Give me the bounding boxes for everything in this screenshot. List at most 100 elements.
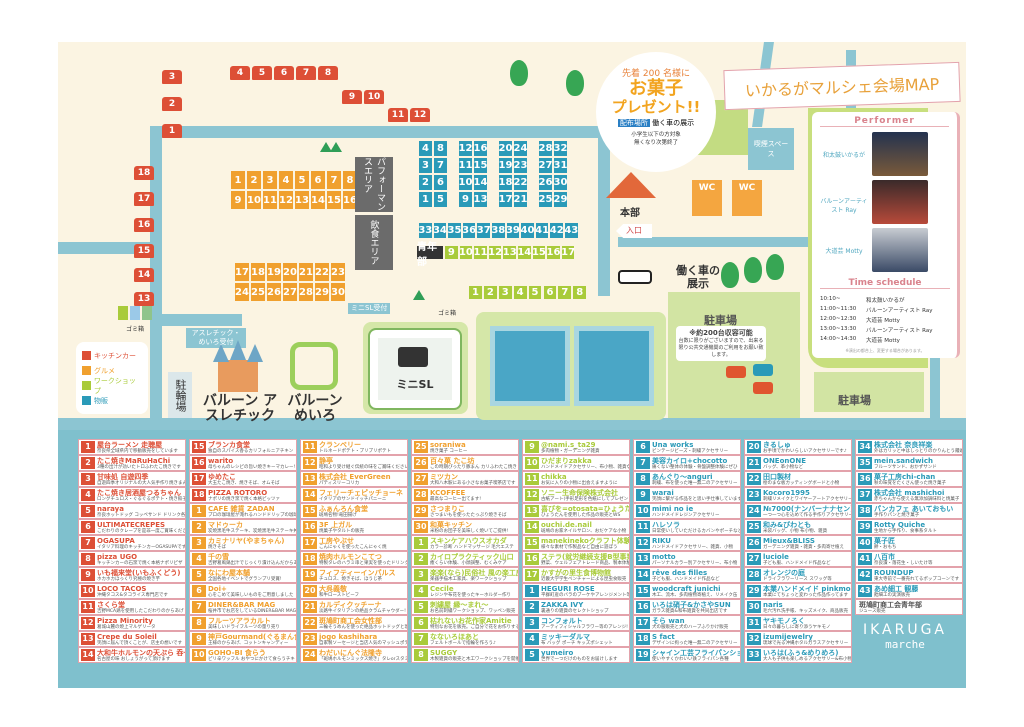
promo-line1: 先着 200 名様に	[622, 69, 690, 79]
vendor-text: ブランカ食堂独自のスパイス香るカリフォルニアチキン	[208, 441, 293, 454]
train-icon	[398, 347, 428, 367]
vendor-number: 1	[192, 505, 206, 517]
vendor-name: カルディクッチーナ	[319, 600, 382, 609]
performer-photo	[872, 228, 928, 272]
vendor-name: たこ焼きMaRuHaChi	[97, 456, 171, 465]
kitchen-car-5: 5	[252, 66, 272, 80]
vendor-number: 41	[858, 553, 872, 565]
workshop-stall-12: 12	[487, 245, 503, 260]
gourmet-stall-6: 6	[310, 170, 326, 190]
workshop-stall-15: 15	[531, 245, 547, 260]
vendor-number: 30	[747, 601, 761, 613]
road	[618, 237, 868, 247]
tree-icon	[766, 254, 784, 280]
goods-stall-41: 41	[534, 222, 550, 239]
vendor-text: 千の雪吉野葛風鍋出汁でじっくり漬け込んだからあげ	[208, 553, 296, 566]
tent-icon	[606, 172, 656, 198]
legend-label: 物販	[94, 396, 108, 405]
vendor-text: 3F 上ガル焼菓子やタルトの販売	[319, 521, 364, 534]
vendor-text: かすがの里生食博物館近畿大学学生ベンチャーによる昆虫食販売	[541, 569, 626, 582]
vendor-name: Crepe du Soleil	[97, 632, 157, 641]
vendor-name: 枯れないお花作家Amitie	[430, 616, 512, 625]
vendor-description: ナポリの焼き窯で焼く本格ピッツァ	[208, 496, 280, 502]
balloon-athletic-label: バルーン アスレチック	[202, 393, 278, 424]
vendor-number: 1	[414, 537, 428, 549]
vendor-description: 外はカリッと中はしっとりのかりんとう饅頭	[874, 448, 962, 454]
bicycle-parking: 駐輪場	[168, 372, 192, 418]
vendor-number: 12	[636, 537, 650, 549]
goods-stall-21: 21	[513, 191, 528, 208]
vendor-number: 1	[81, 441, 95, 453]
vendor-number: 36	[858, 473, 872, 485]
vendor-number: 6	[414, 617, 428, 629]
vendor-name: S fact	[652, 632, 675, 641]
vendor-number: 19	[303, 569, 317, 581]
vendor-number: 35	[858, 457, 872, 469]
vendor-description: 大玉たこ焼き、焼きそば、オムそば	[208, 480, 280, 486]
vendor-number: 26	[414, 457, 428, 469]
vendor-name: 大呉義敬	[319, 584, 347, 593]
restroom: WC	[732, 180, 762, 216]
vendor-name: Rotty Quiche	[874, 520, 926, 529]
goods-stall-23: 23	[513, 157, 528, 174]
vendor-number: 11	[525, 473, 539, 485]
vendor-description: バッグ、革小物など	[763, 464, 804, 470]
vendor-description: 本業にてちょっと変わった作品作ってます	[763, 592, 849, 598]
vendor-text: さくら堂吉野MCA鶏を使用したこだわりのからあげ	[97, 601, 184, 614]
vendor-text: GOHO-BI 食らうピリ辛ワッフル おやつにかけて食らうチキ	[208, 649, 295, 662]
tree-icon	[413, 290, 425, 300]
legend-swatch-icon	[82, 396, 91, 405]
gourmet-stall-25: 25	[250, 282, 266, 302]
vendor-text: オレンジの庭ドライフラワーリース スワッグ等	[763, 569, 832, 582]
vendor-name: luciole	[763, 552, 789, 561]
kitchen-car-16: 16	[134, 218, 154, 232]
gourmet-stall-22: 22	[314, 262, 330, 282]
tree-icon	[566, 70, 584, 96]
gourmet-stall-9: 9	[230, 190, 246, 210]
performer-title: Performer	[820, 116, 949, 127]
vendor-description: 吉野MCA鶏を使用したこだわりのからあげ	[97, 608, 184, 614]
vendor-text: 斑鳩町商工会青年部ジュース販売	[859, 601, 922, 614]
vendor-name: 楽楽(なら)民俗社 風の楽工房	[430, 568, 518, 577]
vendor-number: 29	[747, 585, 761, 597]
vendor-text: カルディクッチーナ淡路牛イタリアンの絶品クラムチャウダー!	[319, 601, 406, 614]
youth-stall: 青年部	[416, 242, 444, 268]
vendor-number: 34	[858, 441, 872, 453]
vendor-description: アーティフィシャルフラワー等のアレンジ!	[541, 624, 628, 630]
vendor-description: さつまいもを使ったたっぷり焼きそば	[430, 512, 507, 518]
vendor-description: お名前刺繍ワークショップ、ワッペン販売	[430, 608, 516, 614]
vendor-text: スキンケアハウスオカダカラー診断 ハンドマッサージ 毛穴エステ	[430, 537, 514, 550]
goods-stall-5: 5	[433, 191, 448, 208]
gourmet-stall-12: 12	[278, 190, 294, 210]
vendor-number: 32	[747, 633, 761, 645]
vendor-number: 15	[525, 537, 539, 549]
vendor-number: 21	[747, 457, 761, 469]
vendor-name: 株式会社 奈良祥楽	[874, 440, 933, 449]
vendor-text: 工房やぶせこんにゃくを使ったこんにゃく焼	[319, 537, 387, 550]
kitchen-car-8: 8	[318, 66, 338, 80]
vendor-text: ヤキモノろく日々の暮らしに寄り添うヤキモノ	[763, 617, 831, 630]
vendor-item: 斑鳩町商工会青年部ジュース販売	[855, 599, 963, 615]
vendor-text: 刺繍屋 縁〜まれ〜お名前刺繍ワークショップ、ワッペン販売	[430, 601, 515, 614]
vendor-description: 特別なお花を販売。ご自分で花をお作りするよ	[430, 624, 518, 630]
vendor-text: いろは(ふぅ&めりめろ)大人も子供も楽しめるアクセサリー&布小物	[763, 649, 851, 662]
